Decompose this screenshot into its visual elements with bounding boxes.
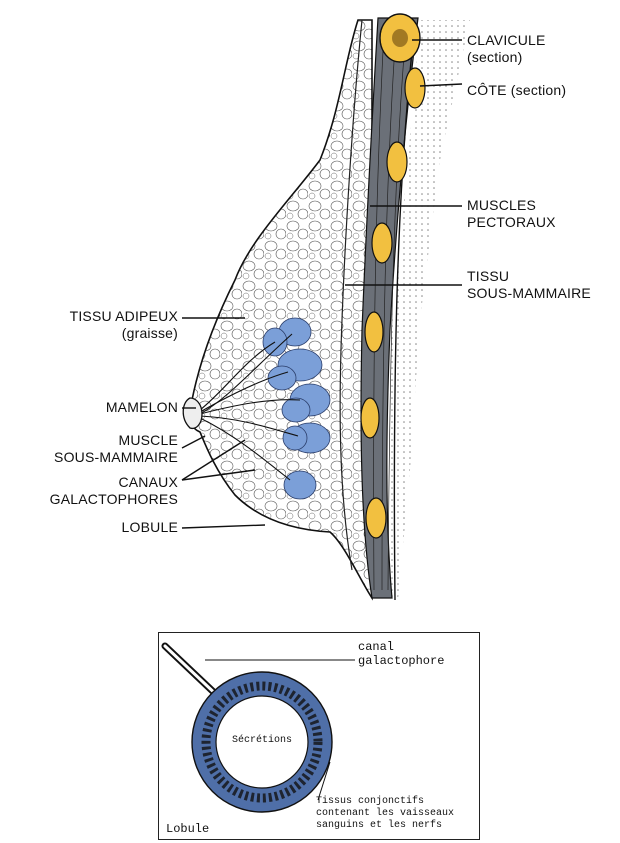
- label-canaux-line1: CANAUX: [50, 474, 178, 491]
- inset-label-canal: canal galactophore: [358, 640, 444, 668]
- label-clavicule-line2: (section): [467, 49, 546, 66]
- label-tissu-adipeux-line2: (graisse): [70, 325, 178, 342]
- label-canaux-line2: GALACTOPHORES: [50, 491, 178, 508]
- label-muscles-line1: MUSCLES: [467, 197, 556, 214]
- inset-label-lobule: Lobule: [166, 822, 209, 836]
- label-muscle-sm-line1: MUSCLE: [54, 432, 178, 449]
- label-muscles-line2: PECTORAUX: [467, 214, 556, 231]
- label-tissu-adipeux-line1: TISSU ADIPEUX: [70, 308, 178, 325]
- inset-canal-line2: galactophore: [358, 654, 444, 668]
- label-lobule: LOBULE: [122, 519, 178, 536]
- label-canaux-galactophores: CANAUX GALACTOPHORES: [50, 474, 178, 508]
- label-cote: CÔTE (section): [467, 82, 566, 99]
- label-clavicule: CLAVICULE (section): [467, 32, 546, 66]
- label-mamelon: MAMELON: [106, 399, 178, 416]
- inset-tissus-line3: sanguins et les nerfs: [316, 820, 454, 832]
- label-muscles-pectoraux: MUSCLES PECTORAUX: [467, 197, 556, 231]
- label-muscle-sm-line2: SOUS-MAMMAIRE: [54, 449, 178, 466]
- label-tissu-sm-line1: TISSU: [467, 268, 591, 285]
- inset-tissus-line2: contenant les vaisseaux: [316, 808, 454, 820]
- nipple: [183, 398, 202, 428]
- inset-label-tissus: Tissus conjonctifs contenant les vaissea…: [316, 796, 454, 832]
- label-clavicule-line1: CLAVICULE: [467, 32, 546, 49]
- inset-canal-line1: canal: [358, 640, 444, 654]
- label-tissu-adipeux: TISSU ADIPEUX (graisse): [70, 308, 178, 342]
- label-tissu-sous-mammaire: TISSU SOUS-MAMMAIRE: [467, 268, 591, 302]
- inset-tissus-line1: Tissus conjonctifs: [316, 796, 454, 808]
- inset-label-secretions: Sécrétions: [232, 734, 292, 748]
- label-tissu-sm-line2: SOUS-MAMMAIRE: [467, 285, 591, 302]
- label-muscle-sous-mammaire: MUSCLE SOUS-MAMMAIRE: [54, 432, 178, 466]
